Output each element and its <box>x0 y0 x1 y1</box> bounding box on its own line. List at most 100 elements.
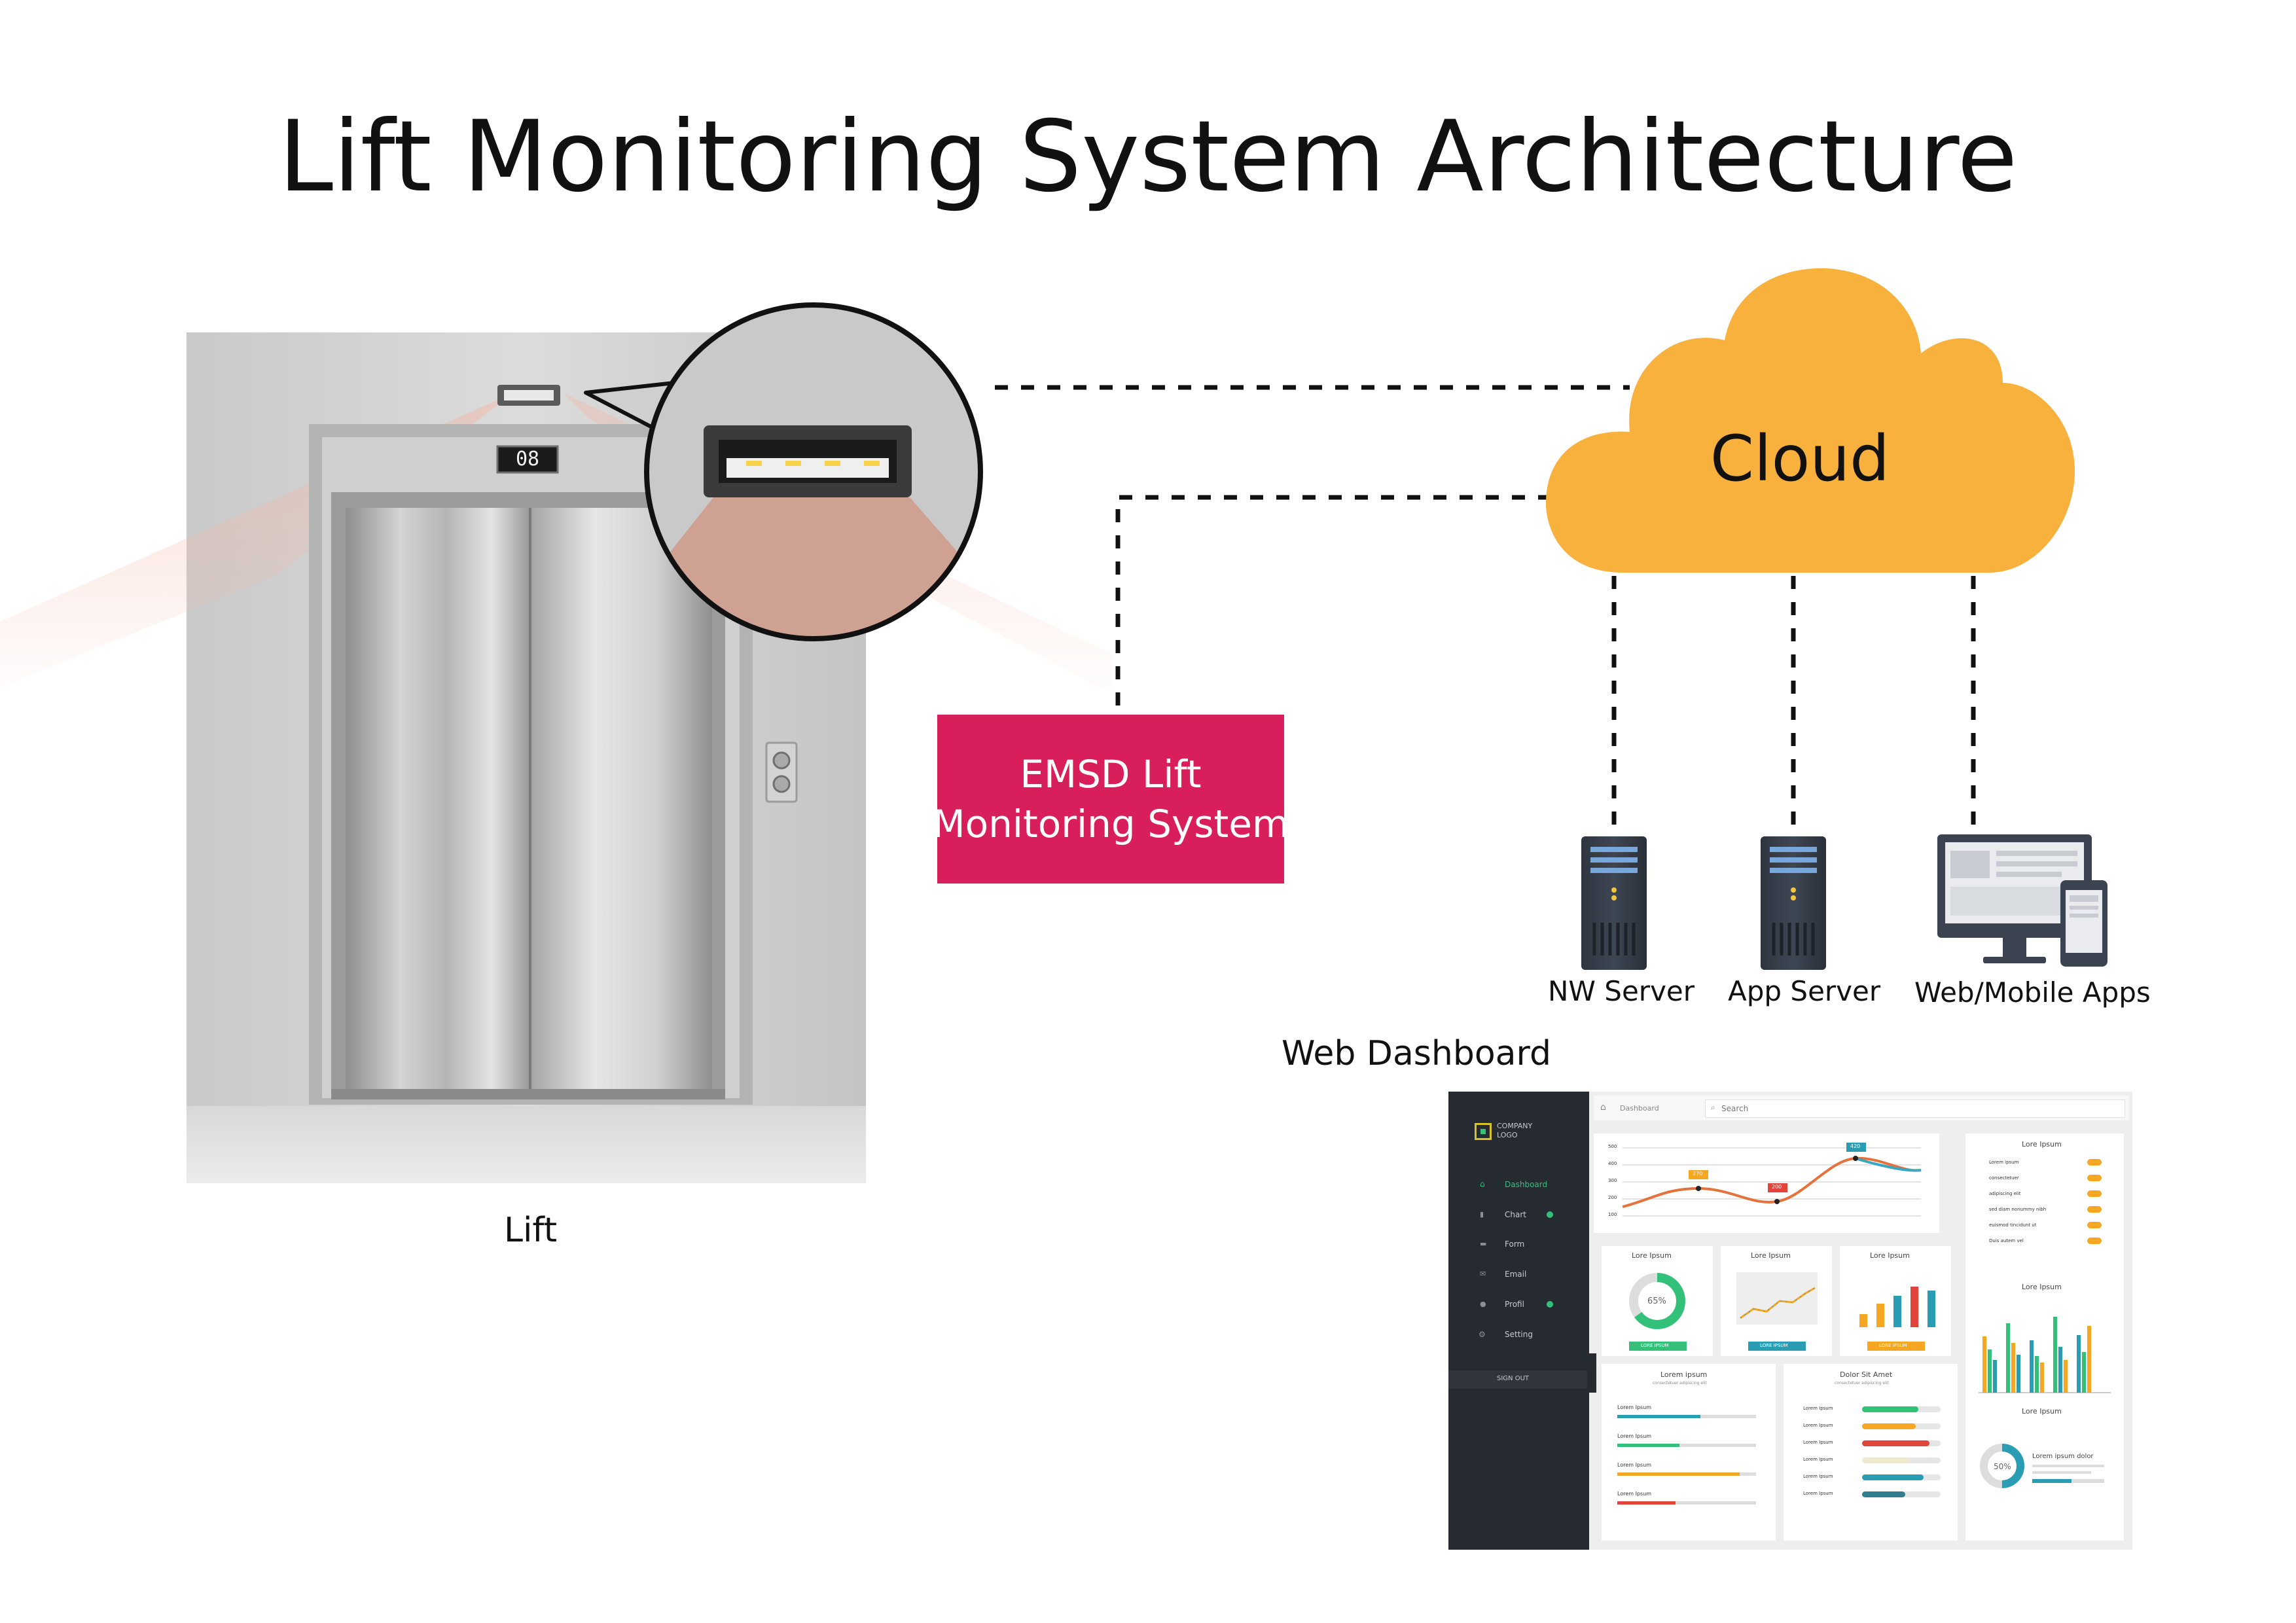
dashboard-topbar: ⌂ Dashboard ⌕ Search <box>1594 1096 2129 1120</box>
progress-fill <box>1617 1501 1676 1505</box>
cloud-label: Cloud <box>1710 422 1890 495</box>
progress-fill <box>1617 1444 1680 1447</box>
chart-tag: 270 <box>1693 1171 1703 1177</box>
nw-server-icon <box>1581 836 1647 970</box>
gear-icon: ⚙ <box>1479 1330 1486 1339</box>
value-pill <box>2087 1206 2102 1213</box>
app-server-label: App Server <box>1728 975 1881 1007</box>
dolor-track <box>1862 1457 1941 1463</box>
lift-label: Lift <box>504 1211 558 1250</box>
emsd-label-line1: EMSD Lift <box>1020 752 1202 796</box>
line-chart <box>1622 1143 1922 1217</box>
dolor-fill <box>1862 1440 1930 1446</box>
dolor-row-label: Lorem Ipsum <box>1803 1406 1833 1411</box>
search-icon: ⌕ <box>1711 1103 1715 1112</box>
mini-panel-donut: Lore Ipsum 65% LORE IPSUM <box>1602 1246 1713 1356</box>
mini-bar-chart <box>1859 1287 1935 1327</box>
lore-ipsum-button[interactable]: LORE IPSUM <box>1867 1342 1925 1351</box>
dolor-fill <box>1862 1406 1919 1412</box>
floor-indicator-value: 08 <box>515 448 540 471</box>
nav-label-profil: Profil <box>1505 1300 1524 1309</box>
panel-title: Lore Ipsum <box>1632 1251 1672 1260</box>
y-tick-label: 100 <box>1608 1212 1617 1217</box>
connector-lines <box>995 385 1976 828</box>
nav-label-setting: Setting <box>1505 1330 1533 1339</box>
web-mobile-apps-label: Web/Mobile Apps <box>1914 976 2151 1008</box>
dolor-row-label: Lorem Ipsum <box>1803 1423 1833 1428</box>
progress-track <box>1617 1501 1756 1505</box>
right-donut-chart <box>1980 1444 2104 1488</box>
right-row-label: Lorem ipsum <box>1989 1160 2019 1165</box>
donut-value: 50% <box>1994 1462 2011 1471</box>
sign-out-label: SIGN OUT <box>1497 1375 1530 1382</box>
company-logo-line1: COMPANY <box>1497 1122 1533 1130</box>
search-input[interactable]: ⌕ Search <box>1705 1099 2125 1118</box>
panel-title: Lore Ipsum <box>1751 1251 1791 1260</box>
panel-title: Lore Ipsum <box>2022 1140 2062 1149</box>
cloud-shape <box>1546 268 2075 573</box>
dolor-track <box>1862 1406 1941 1412</box>
panel-title: Lorem ipsum <box>1660 1370 1708 1379</box>
home-icon: ⌂ <box>1600 1102 1606 1113</box>
value-pill <box>2087 1238 2102 1244</box>
y-tick-label: 500 <box>1608 1144 1617 1149</box>
panel-subtitle: consectetuer adipiscing elit <box>1653 1381 1707 1385</box>
chart-tag: 420 <box>1850 1143 1861 1149</box>
value-pill <box>2087 1222 2102 1228</box>
nav-label-dashboard: Dashboard <box>1505 1180 1548 1189</box>
donut-value: 65% <box>1647 1296 1666 1306</box>
dolor-fill <box>1862 1457 1909 1463</box>
lore-ipsum-button[interactable]: LORE IPSUM <box>1629 1342 1687 1351</box>
panel-title: Lore Ipsum <box>2022 1283 2062 1291</box>
progress-fill <box>1617 1472 1740 1476</box>
emsd-label-line2: Monitoring System <box>932 802 1289 846</box>
right-row-label: Duis autem vel <box>1989 1238 2024 1243</box>
right-row-label: euismod tincidunt ut <box>1989 1222 2037 1228</box>
progress-row-label: Lorem Ipsum <box>1617 1433 1652 1439</box>
panel-subtitle: consectetuer adipiscing elit <box>1835 1381 1889 1385</box>
dolor-row-label: Lorem Ipsum <box>1803 1491 1833 1496</box>
right-row-label: adipiscing elit <box>1989 1191 2021 1196</box>
nav-label-email: Email <box>1505 1270 1527 1279</box>
progress-row-label: Lorem Ipsum <box>1617 1491 1652 1497</box>
value-pill <box>2087 1159 2102 1166</box>
company-logo-line2: LOGO <box>1497 1131 1518 1139</box>
lore-ipsum-button[interactable]: LORE IPSUM <box>1748 1342 1806 1351</box>
chart-tag: 200 <box>1772 1184 1782 1190</box>
button-label: LORE IPSUM <box>1641 1343 1669 1348</box>
user-icon: ● <box>1480 1300 1486 1308</box>
dolor-row-label: Lorem Ipsum <box>1803 1457 1833 1462</box>
progress-track <box>1617 1472 1756 1476</box>
dolor-track <box>1862 1440 1941 1446</box>
dolor-panel: Dolor Sit Amet consectetuer adipiscing e… <box>1784 1364 1958 1541</box>
progress-row-label: Lorem Ipsum <box>1617 1404 1652 1410</box>
dashboard-sidebar: COMPANY LOGO ⌂ Dashboard ▮ Chart ▬ Form … <box>1448 1092 1589 1550</box>
app-server-icon <box>1761 836 1826 970</box>
diagram-title: Lift Monitoring System Architecture <box>278 100 2018 214</box>
y-tick-label: 300 <box>1608 1178 1617 1183</box>
nav-label-form: Form <box>1505 1240 1525 1249</box>
right-bar-chart <box>1979 1317 2111 1393</box>
dolor-track <box>1862 1423 1941 1429</box>
sign-out-button[interactable]: SIGN OUT <box>1448 1370 1589 1389</box>
breadcrumb: Dashboard <box>1620 1104 1659 1113</box>
chat-icon: ▬ <box>1480 1240 1487 1248</box>
nw-server-label: NW Server <box>1548 975 1695 1007</box>
mini-panel-bars: Lore Ipsum LORE IPSUM <box>1840 1246 1951 1356</box>
right-row-label: sed diam nonummy nibh <box>1989 1207 2047 1212</box>
donut-chart <box>1629 1273 1685 1329</box>
company-logo <box>1475 1123 1492 1140</box>
mini-panel-line: Lore Ipsum LORE IPSUM <box>1721 1246 1832 1356</box>
right-row-label: consectetuer <box>1989 1175 2019 1181</box>
right-panel: Lore Ipsum Lorem ipsum consectetuer adipis… <box>1965 1133 2124 1541</box>
dolor-track <box>1862 1491 1941 1497</box>
panel-title: Dolor Sit Amet <box>1840 1370 1893 1379</box>
web-dashboard-mockup: COMPANY LOGO ⌂ Dashboard ▮ Chart ▬ Form … <box>1448 1092 2132 1550</box>
emsd-monitoring-box: EMSD Lift Monitoring System <box>933 715 1289 883</box>
nav-badge <box>1547 1211 1553 1218</box>
nav-label-chart: Chart <box>1505 1210 1526 1219</box>
mail-icon: ✉ <box>1480 1270 1486 1278</box>
chart-icon: ▮ <box>1480 1210 1484 1219</box>
sidebar-collapse-handle[interactable] <box>1587 1353 1596 1393</box>
